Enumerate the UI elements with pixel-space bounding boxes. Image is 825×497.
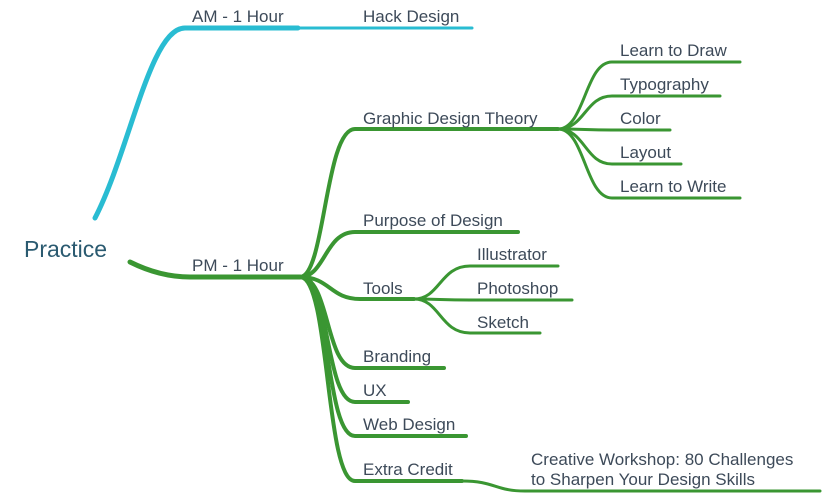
connector-tools-sketch bbox=[412, 297, 542, 335]
node-learn-to-draw[interactable]: Learn to Draw bbox=[620, 41, 727, 60]
node-pm-1-hour[interactable]: PM - 1 Hour bbox=[192, 256, 284, 275]
node-web-design[interactable]: Web Design bbox=[363, 415, 456, 434]
connector-gdt-learn-to-write bbox=[556, 127, 742, 200]
node-hack-design[interactable]: Hack Design bbox=[363, 7, 460, 26]
node-learn-to-write[interactable]: Learn to Write bbox=[620, 177, 727, 196]
node-extra-credit[interactable]: Extra Credit bbox=[363, 460, 453, 479]
node-sketch[interactable]: Sketch bbox=[477, 313, 529, 332]
node-typography[interactable]: Typography bbox=[620, 75, 709, 94]
node-creative-workshop-line2: to Sharpen Your Design Skills bbox=[531, 470, 755, 489]
node-creative-workshop[interactable]: Creative Workshop: 80 Challenges to Shar… bbox=[531, 450, 793, 490]
connector-root-pm bbox=[127, 259, 303, 280]
connector-pm-tools bbox=[298, 275, 416, 301]
root-node-practice[interactable]: Practice bbox=[24, 236, 108, 262]
node-tools[interactable]: Tools bbox=[363, 279, 403, 298]
node-purpose-of-design[interactable]: Purpose of Design bbox=[363, 211, 503, 230]
connector-pm-purpose-of-design bbox=[298, 230, 520, 279]
node-ux[interactable]: UX bbox=[363, 381, 387, 400]
node-illustrator[interactable]: Illustrator bbox=[477, 245, 547, 264]
connector-gdt-color bbox=[556, 127, 672, 132]
connector-extra-credit-workshop bbox=[460, 479, 822, 493]
node-am-1-hour[interactable]: AM - 1 Hour bbox=[192, 7, 284, 26]
connector-gdt-learn-to-draw bbox=[556, 60, 742, 131]
connector-pm-extra-credit bbox=[298, 275, 464, 483]
connector-pm-graphic-design-theory bbox=[298, 127, 560, 279]
connector-root-am bbox=[92, 25, 301, 221]
node-color[interactable]: Color bbox=[620, 109, 661, 128]
node-branding[interactable]: Branding bbox=[363, 347, 432, 366]
connector-tools-photoshop bbox=[412, 297, 574, 302]
node-creative-workshop-line1: Creative Workshop: 80 Challenges bbox=[531, 450, 794, 469]
node-photoshop[interactable]: Photoshop bbox=[477, 279, 559, 298]
node-graphic-design-theory[interactable]: Graphic Design Theory bbox=[363, 109, 538, 128]
node-layout[interactable]: Layout bbox=[620, 143, 672, 162]
